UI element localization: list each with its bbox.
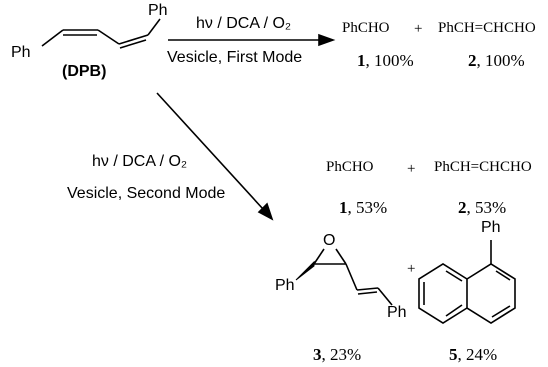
compound-number-2b: 2 [458, 198, 467, 217]
second-mode-conditions-top: hν / DCA / O₂ [92, 153, 188, 170]
first-product-1-formula: PhCHO [342, 20, 390, 36]
first-product-2-yield: , 100% [476, 51, 525, 70]
epoxide-label: 3, 23% [313, 346, 361, 363]
first-product-1-label: 1, 100% [357, 52, 414, 69]
compound-number-2: 2 [468, 51, 477, 70]
epoxide-structure [295, 248, 393, 306]
first-mode-conditions-top: hν / DCA / O₂ [196, 15, 292, 32]
second-product-1-yield: , 53% [347, 198, 388, 217]
third-plus-sign: + [407, 261, 416, 277]
first-mode-conditions-bottom: Vesicle, First Mode [167, 49, 303, 66]
epoxide-ph-left: Ph [275, 277, 295, 294]
compound-number-1b: 1 [339, 198, 348, 217]
epoxide-yield: , 23% [321, 345, 362, 364]
dpb-ph-left: Ph [11, 44, 31, 61]
compound-number-1: 1 [357, 51, 366, 70]
epoxide-oxygen: O [323, 232, 336, 249]
naphthalene-ph: Ph [481, 219, 501, 236]
compound-number-5: 5 [449, 345, 458, 364]
first-product-2-label: 2, 100% [468, 52, 525, 69]
second-product-2-yield: , 53% [466, 198, 507, 217]
naphthalene-structure [418, 240, 516, 324]
second-product-1-label: 1, 53% [339, 199, 387, 216]
second-mode-conditions-bottom: Vesicle, Second Mode [67, 185, 226, 202]
first-plus-sign: + [414, 21, 423, 37]
second-plus-sign: + [407, 161, 416, 177]
compound-number-3: 3 [313, 345, 322, 364]
second-product-2-formula: PhCH=CHCHO [434, 159, 532, 175]
dpb-skeleton [41, 18, 161, 49]
dpb-ph-top: Ph [148, 2, 168, 19]
epoxide-ph-right: Ph [387, 304, 407, 321]
dpb-abbreviation: (DPB) [62, 63, 107, 80]
second-product-1-formula: PhCHO [326, 159, 374, 175]
first-mode-arrow [168, 33, 336, 47]
naphthalene-label: 5, 24% [449, 346, 497, 363]
first-product-1-yield: , 100% [365, 51, 414, 70]
second-product-2-label: 2, 53% [458, 199, 506, 216]
naphthalene-yield: , 24% [457, 345, 498, 364]
second-mode-arrow [156, 92, 274, 221]
first-product-2-formula: PhCH=CHCHO [438, 20, 536, 36]
